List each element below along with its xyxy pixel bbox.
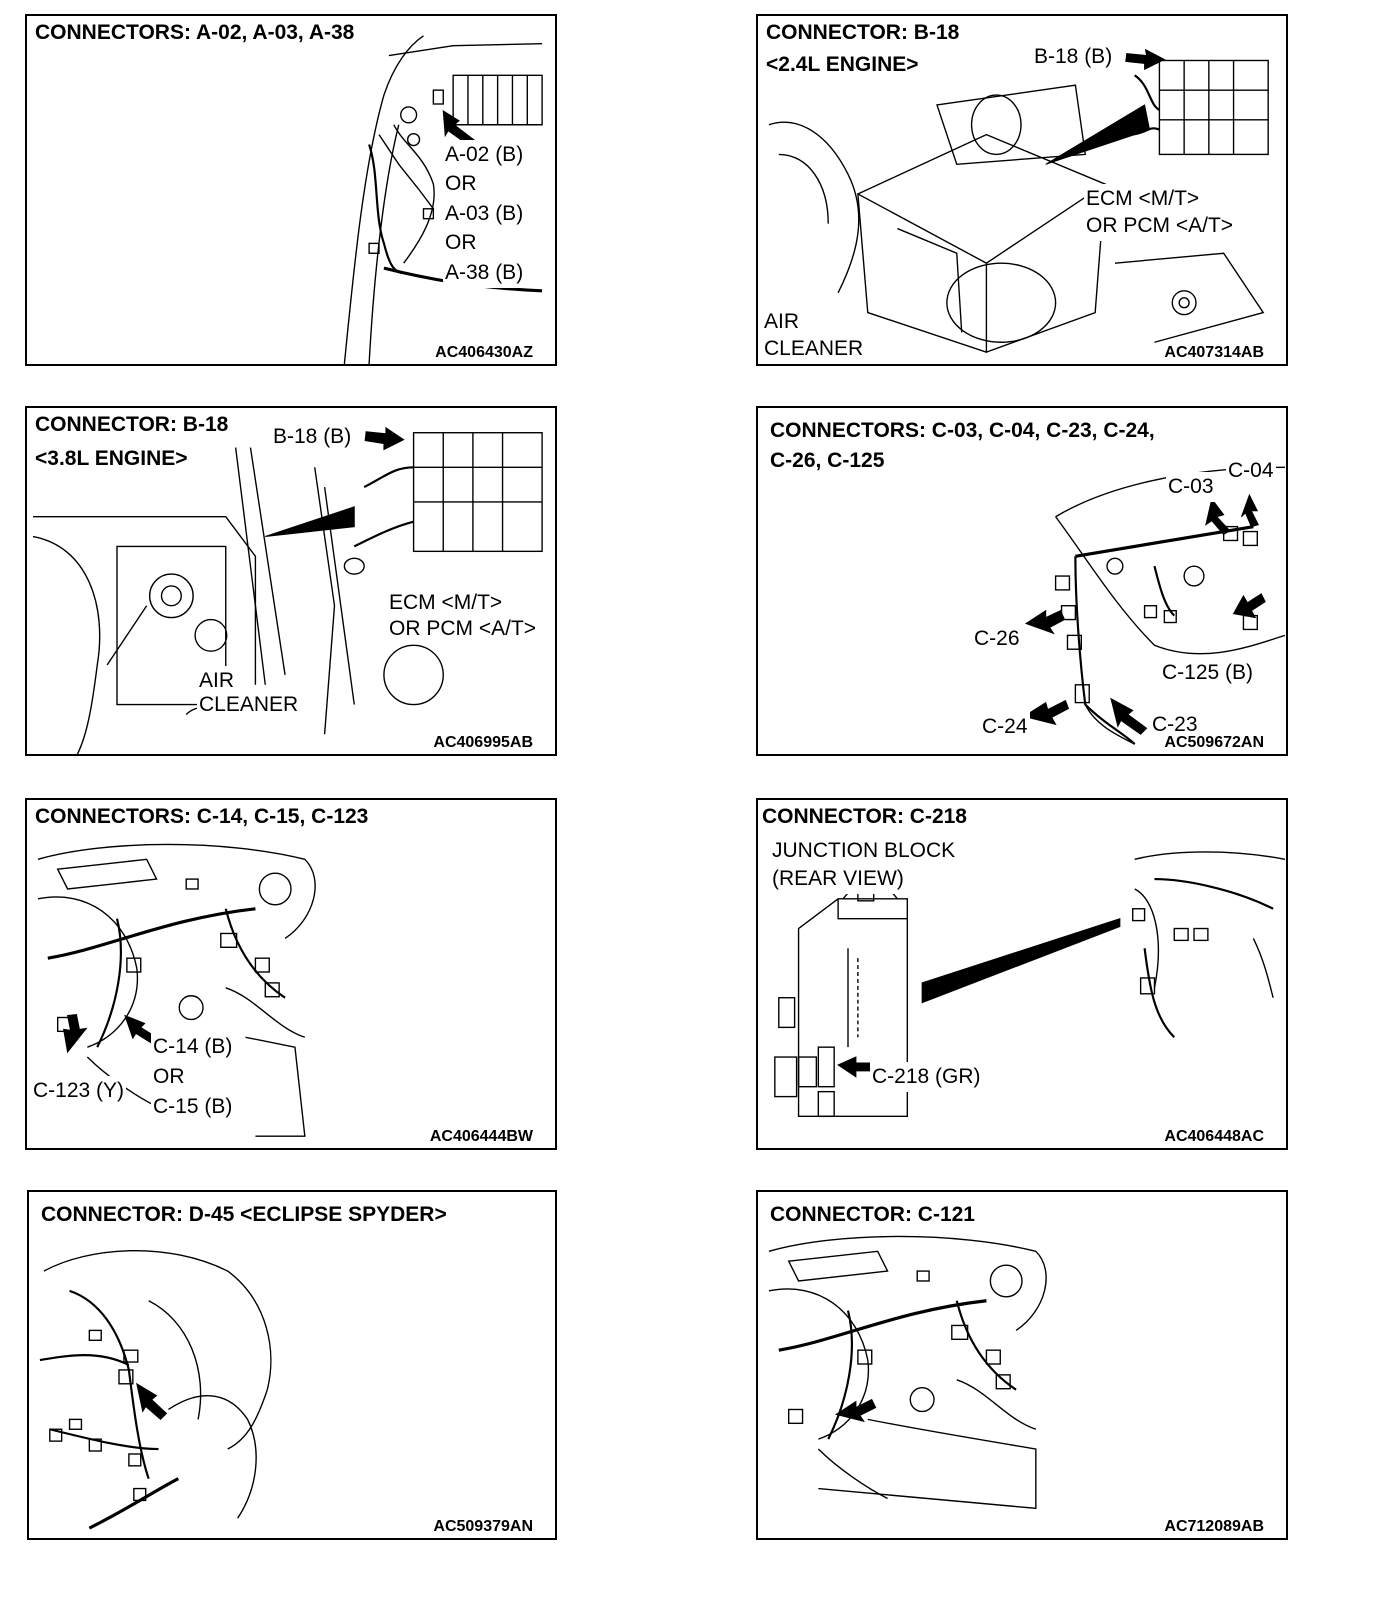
panel-connector-b18-2-4l: CONNECTOR: B-18 <2.4L ENGINE> B-18 (B) E… bbox=[756, 14, 1288, 366]
panel-subtitle: C-26, C-125 bbox=[770, 449, 885, 472]
panel-connector-b18-3-8l: CONNECTOR: B-18 <3.8L ENGINE> B-18 (B) E… bbox=[25, 406, 557, 756]
air-cleaner-ecm-illustration bbox=[32, 426, 543, 754]
label-c03: C-03 bbox=[1166, 472, 1216, 502]
panel-subtitle: <3.8L ENGINE> bbox=[35, 447, 188, 470]
label-a03: A-03 (B) bbox=[443, 199, 526, 229]
label-c24: C-24 bbox=[980, 712, 1030, 742]
panel-title: CONNECTOR: D-45 <ECLIPSE SPYDER> bbox=[41, 1203, 447, 1226]
label-cleaner: CLEANER bbox=[762, 334, 866, 364]
label-junction-block: JUNCTION BLOCK bbox=[770, 836, 958, 866]
figure-code: AC509672AN bbox=[1164, 734, 1264, 751]
panel-title: CONNECTORS: A-02, A-03, A-38 bbox=[35, 21, 355, 44]
dash-harness-illustration bbox=[1022, 466, 1286, 745]
panel-title: CONNECTOR: C-218 bbox=[762, 805, 967, 828]
label-a38: A-38 (B) bbox=[443, 258, 526, 288]
panel-connector-c218: CONNECTOR: C-218 JUNCTION BLOCK (REAR VI… bbox=[756, 798, 1288, 1150]
label-or-2: OR bbox=[443, 228, 479, 258]
figure-code: AC406444BW bbox=[429, 1128, 533, 1145]
vehicle-rear-illustration bbox=[39, 1249, 272, 1530]
label-or-1: OR bbox=[443, 169, 479, 199]
label-ecm: ECM <M/T> bbox=[387, 588, 505, 618]
label-c125: C-125 (B) bbox=[1160, 658, 1256, 688]
label-c26: C-26 bbox=[972, 624, 1022, 654]
panel-connectors-c03-c125: CONNECTORS: C-03, C-04, C-23, C-24, C-26… bbox=[756, 406, 1288, 756]
figure-code: AC712089AB bbox=[1164, 1518, 1264, 1535]
label-a02: A-02 (B) bbox=[443, 140, 526, 170]
panel-title: CONNECTOR: B-18 bbox=[35, 413, 229, 436]
panel-connectors-a02-a03-a38: CONNECTORS: A-02, A-03, A-38 A-02 (B) OR… bbox=[25, 14, 557, 366]
panel-title: CONNECTOR: B-18 bbox=[766, 21, 960, 44]
label-c218: C-218 (GR) bbox=[870, 1062, 983, 1092]
label-ecm: ECM <M/T> bbox=[1084, 184, 1202, 214]
figure-code: AC406995AB bbox=[433, 734, 533, 751]
panel-connector-d45: CONNECTOR: D-45 <ECLIPSE SPYDER> AC50937… bbox=[27, 1190, 557, 1540]
instrument-panel-illustration bbox=[768, 1235, 1047, 1510]
label-or-pcm: OR PCM <A/T> bbox=[1084, 211, 1236, 241]
figure-code: AC509379AN bbox=[433, 1518, 533, 1535]
panel-subtitle: <2.4L ENGINE> bbox=[766, 53, 919, 76]
label-c15: C-15 (B) bbox=[151, 1092, 235, 1122]
label-or-pcm: OR PCM <A/T> bbox=[387, 614, 539, 644]
figure-code: AC406430AZ bbox=[435, 344, 533, 361]
panel-title: CONNECTORS: C-03, C-04, C-23, C-24, bbox=[770, 419, 1155, 442]
label-b18: B-18 (B) bbox=[1032, 42, 1115, 72]
panel-title: CONNECTORS: C-14, C-15, C-123 bbox=[35, 805, 369, 828]
label-c23: C-23 bbox=[1150, 710, 1200, 740]
figure-code: AC406448AC bbox=[1164, 1128, 1264, 1145]
panel-connectors-c14-c15-c123: CONNECTORS: C-14, C-15, C-123 C-14 (B) O… bbox=[25, 798, 557, 1150]
label-rear-view: (REAR VIEW) bbox=[770, 864, 906, 894]
label-c04: C-04 bbox=[1226, 456, 1276, 486]
figure-code: AC407314AB bbox=[1164, 344, 1264, 361]
label-or: OR bbox=[151, 1062, 187, 1092]
label-c123: C-123 (Y) bbox=[31, 1076, 127, 1106]
engine-bay-illustration bbox=[343, 35, 543, 364]
label-air: AIR bbox=[762, 307, 802, 337]
label-cleaner: CLEANER bbox=[197, 690, 301, 720]
label-b18: B-18 (B) bbox=[271, 422, 354, 452]
panel-connector-c121: CONNECTOR: C-121 AC712089AB bbox=[756, 1190, 1288, 1540]
panel-title: CONNECTOR: C-121 bbox=[770, 1203, 975, 1226]
label-c14: C-14 (B) bbox=[151, 1032, 235, 1062]
